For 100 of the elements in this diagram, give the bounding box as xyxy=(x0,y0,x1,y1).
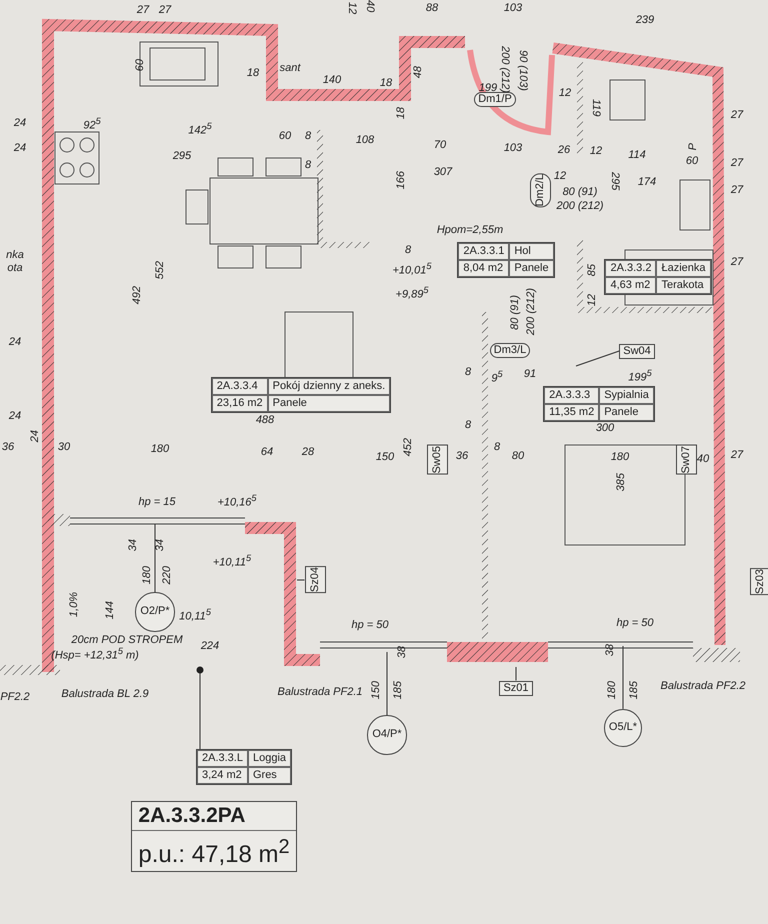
dimension-text: 24 xyxy=(14,117,26,129)
room-number: 2A.3.3.1 xyxy=(458,243,510,260)
dimension-text: 91 xyxy=(524,368,536,380)
dimension-text: 492 xyxy=(131,286,143,304)
dimension-text: 88 xyxy=(426,2,438,14)
dimension-text: 60 xyxy=(278,130,292,142)
floor-finish: Panele xyxy=(509,260,554,277)
plan-note: sant xyxy=(280,62,300,74)
room-number: 2A.3.3.4 xyxy=(212,378,268,395)
room-table xyxy=(210,377,392,413)
unit-number: 2A.3.3.2PA xyxy=(132,802,296,830)
room-name: Hol xyxy=(509,243,554,260)
plan-note: P xyxy=(687,143,699,151)
dimension-text: 114 xyxy=(628,149,646,161)
floor-finish: Terakota xyxy=(656,277,711,294)
dimension-text: 27 xyxy=(730,449,744,461)
dimension-text: 60 xyxy=(134,58,146,72)
dimension-text: 385 xyxy=(615,472,627,492)
door-tag: Dm3/L xyxy=(490,342,530,358)
plan-note: nka xyxy=(6,249,24,261)
window-tag: O2/P* xyxy=(135,592,175,632)
room-table xyxy=(196,749,292,785)
dimension-text: 8 xyxy=(464,366,472,378)
dimension-text: 295 xyxy=(172,150,192,162)
dimension-text: 27 xyxy=(730,256,744,268)
dimension-text: 27 xyxy=(136,4,150,16)
dimension-text: 1,0% xyxy=(68,592,80,618)
leader-line xyxy=(154,524,156,593)
dimension-text: 36 xyxy=(456,450,468,462)
dimension-text: 199$^{5}$ xyxy=(628,366,652,384)
dimension-text: 48 xyxy=(412,66,424,78)
dimension-text: 174 xyxy=(638,176,656,188)
dimension-text: 180 xyxy=(606,680,618,700)
dimension-text: 452 xyxy=(402,438,414,456)
dimension-text: 8 xyxy=(464,419,472,431)
dimension-text: 12 xyxy=(346,2,358,14)
plan-note: PF2.2 xyxy=(0,691,30,703)
dimension-text: 92$^{5}$ xyxy=(83,114,101,132)
dimension-text: 38 xyxy=(396,646,408,658)
room-name: Loggia xyxy=(248,750,292,767)
dimension-text: 144 xyxy=(104,600,116,620)
dimension-text: 28 xyxy=(302,446,314,458)
room-area: 23,16 m2 xyxy=(212,395,268,412)
dimension-text: 150 xyxy=(370,680,382,700)
element-tag: Sz01 xyxy=(499,680,533,696)
dimension-text: 18 xyxy=(395,106,407,120)
dimension-text: 12 xyxy=(590,145,602,157)
leader-line xyxy=(622,646,624,710)
dimension-text: 27 xyxy=(730,184,744,196)
dimension-text: 12 xyxy=(586,294,598,306)
dimension-text: 24 xyxy=(29,430,41,442)
dimension-text: 10,11$^{5}$ xyxy=(179,606,211,622)
dimension-text: 239 xyxy=(636,14,654,26)
dimension-text: 18 xyxy=(380,77,392,89)
room-number: 2A.3.3.L xyxy=(196,750,248,767)
dimension-text: 142$^{5}$ xyxy=(188,120,212,136)
dimension-text: 180 xyxy=(610,451,630,463)
element-tag: Sw04 xyxy=(619,344,655,358)
dimension-text: 8 xyxy=(494,441,500,453)
plan-note: hp = 50 xyxy=(616,617,654,629)
dimension-text: 12 xyxy=(554,170,566,182)
dimension-text: 24 xyxy=(8,410,22,422)
dimension-text: 80 (91) xyxy=(562,186,598,198)
dimension-text: 200 (212) xyxy=(525,288,537,336)
dimension-text: 119 xyxy=(590,99,602,117)
room-table xyxy=(543,386,655,422)
dimension-text: 199 xyxy=(478,82,498,94)
dimension-text: +10,11$^{5}$ xyxy=(212,552,252,568)
dimension-text: 27 xyxy=(158,4,172,16)
dimension-text: 8 xyxy=(304,130,312,142)
plan-note: Balustrada BL 2.9 xyxy=(61,688,149,700)
dimension-text: 60 xyxy=(686,155,698,167)
dimension-text: 8 xyxy=(304,159,312,171)
dimension-text: 27 xyxy=(730,109,744,121)
dimension-text: +9,89$^{5}$ xyxy=(396,284,428,300)
room-table xyxy=(604,259,712,295)
room-name: Sypialnia xyxy=(599,387,654,404)
dimension-text: 8 xyxy=(404,244,412,256)
dimension-text: 300 xyxy=(596,422,614,434)
dimension-text: 26 xyxy=(558,144,570,156)
dimension-text: 224 xyxy=(200,640,220,652)
plan-note: Hpom=2,55m xyxy=(436,224,504,236)
dimension-text: 200 (212) xyxy=(499,46,511,94)
leader-line xyxy=(196,666,204,750)
dimension-text: 166 xyxy=(395,170,407,190)
room-area: 4,63 m2 xyxy=(605,277,656,294)
room-name: Łazienka xyxy=(656,260,711,277)
room-area: 3,24 m2 xyxy=(196,767,248,784)
dimension-text: 18 xyxy=(246,67,260,79)
room-area: 11,35 m2 xyxy=(544,404,600,421)
plan-note: Balustrada PF2.2 xyxy=(660,680,746,692)
plan-note: hp = 15 xyxy=(138,496,176,508)
room-table xyxy=(457,242,555,278)
usable-area: p.u.: 47,18 m$^{2}$ xyxy=(132,830,296,870)
dimension-text: 150 xyxy=(376,451,394,463)
dimension-text: 40 xyxy=(696,453,710,465)
dimension-text: +10,01$^{5}$ xyxy=(392,260,432,276)
floor-finish: Panele xyxy=(268,395,390,412)
element-tag: Sz03 xyxy=(750,568,768,596)
dimension-text: 36 xyxy=(2,441,14,453)
